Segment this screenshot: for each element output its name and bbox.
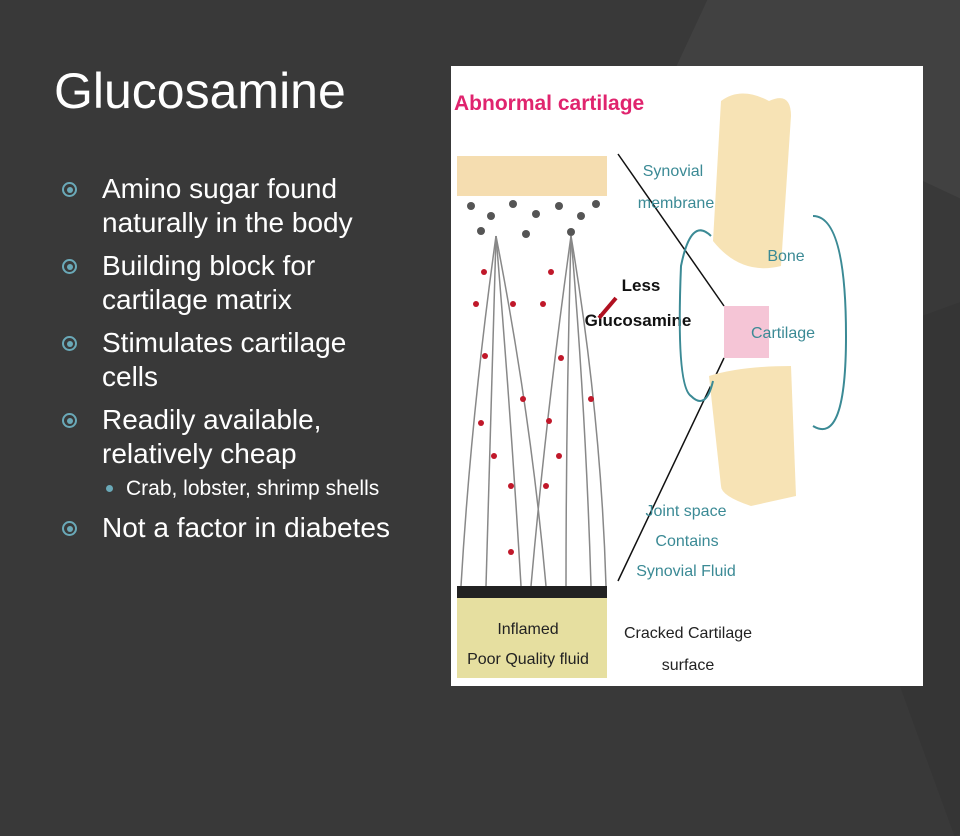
- bullet-icon: [62, 182, 77, 197]
- bullet-item: Building block for cartilage matrix: [62, 249, 402, 317]
- cracked-surface: [457, 586, 607, 598]
- bullet-text: Stimulates cartilage cells: [102, 327, 347, 392]
- pointer-line: [617, 357, 725, 582]
- synovial-membrane-left: [678, 229, 714, 402]
- label-contains: Contains: [655, 533, 718, 550]
- slide-title: Glucosamine: [54, 63, 346, 119]
- bullet-text: Not a factor in diabetes: [102, 512, 390, 543]
- bullet-icon: [62, 521, 77, 536]
- red-dots: [473, 269, 594, 555]
- inflamed-fluid-box: [457, 598, 607, 678]
- bullet-item: Stimulates cartilage cells: [62, 326, 402, 394]
- synovial-membrane-right: [812, 215, 848, 431]
- bullet-item: Not a factor in diabetes: [62, 511, 402, 545]
- highlight-box: [724, 306, 769, 358]
- cell-dots: [467, 200, 600, 238]
- label-glucosamine: Glucosamine: [585, 311, 692, 330]
- bullet-text: Building block for cartilage matrix: [102, 250, 316, 315]
- bone-bottom: [709, 366, 796, 506]
- bullet-list: Amino sugar found naturally in the body …: [62, 172, 402, 554]
- cartilage-diagram: Abnormal cartilage Inflamed Poor Quality…: [451, 66, 923, 686]
- bullet-icon: [62, 336, 77, 351]
- bullet-icon: [62, 259, 77, 274]
- bullet-item: Amino sugar found naturally in the body: [62, 172, 402, 240]
- label-surface: surface: [662, 657, 715, 674]
- bone-top: [713, 93, 791, 269]
- label-cracked: Cracked Cartilage: [624, 625, 752, 642]
- bullet-item: Readily available, relatively cheap Crab…: [62, 403, 402, 502]
- pointer-line: [617, 153, 725, 307]
- label-poor-fluid: Poor Quality fluid: [467, 651, 589, 668]
- bullet-text: Readily available, relatively cheap: [102, 404, 322, 469]
- bullet-icon: [62, 413, 77, 428]
- collagen-fibers: [460, 235, 607, 587]
- bullet-text: Amino sugar found naturally in the body: [102, 173, 353, 238]
- figure-heading: Abnormal cartilage: [454, 92, 644, 115]
- cartilage-top-layer: [457, 156, 607, 196]
- sub-bullet-item: Crab, lobster, shrimp shells: [102, 475, 402, 502]
- label-synovial-fluid: Synovial Fluid: [636, 563, 736, 580]
- label-cartilage: Cartilage: [751, 325, 815, 342]
- label-synovial: Synovial: [643, 163, 703, 180]
- label-bone: Bone: [767, 248, 804, 265]
- label-inflamed: Inflamed: [497, 621, 558, 638]
- label-joint-space: Joint space: [646, 503, 727, 520]
- label-less: Less: [622, 276, 661, 295]
- red-arrow-icon: [597, 296, 618, 320]
- label-membrane: membrane: [638, 195, 715, 212]
